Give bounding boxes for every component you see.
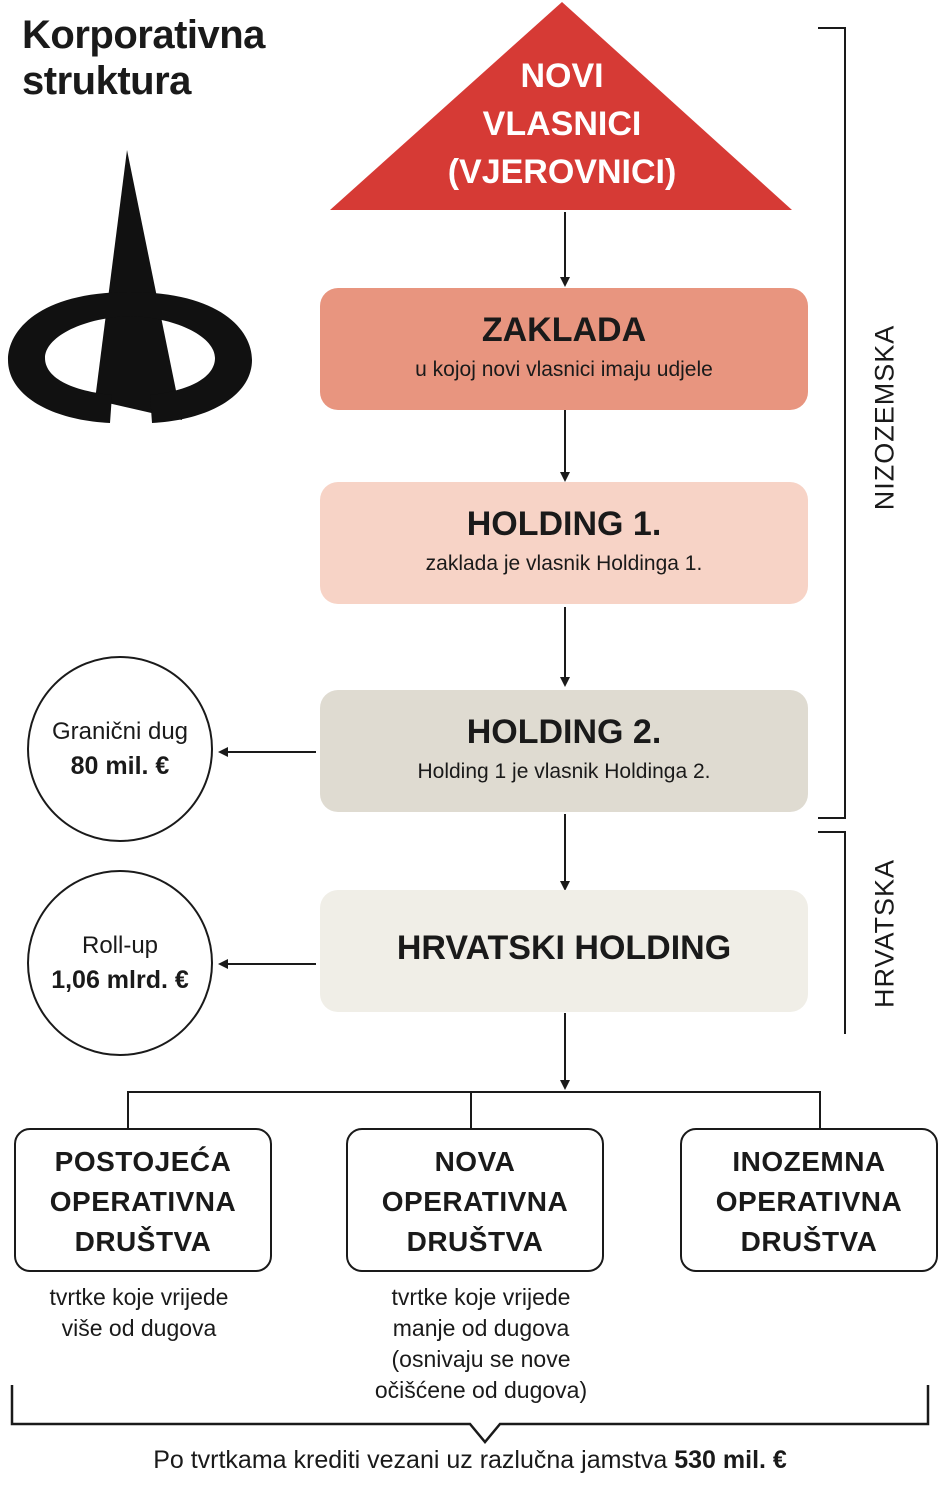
note-line: manje od dugova — [392, 1315, 570, 1341]
box-holding-1: HOLDING 1. zaklada je vlasnik Holdinga 1… — [320, 482, 808, 604]
circle-label: Roll-up — [81, 932, 159, 959]
op-line: POSTOJEĆA — [54, 1146, 232, 1177]
box-subtitle: Holding 1 je vlasnik Holdinga 2. — [417, 760, 711, 783]
note-postojeca: tvrtke koje vrijede više od dugova — [10, 1282, 268, 1344]
page-title: Korporativna struktura — [22, 12, 265, 104]
branch-lines — [127, 1091, 821, 1128]
box-subtitle: u kojoj novi vlasnici imaju udjele — [415, 358, 713, 381]
box-holding-2: HOLDING 2. Holding 1 je vlasnik Holdinga… — [320, 690, 808, 812]
note-line: tvrtke koje vrijede — [49, 1284, 229, 1310]
circle-roll-up: Roll-up 1,06 mlrd. € — [27, 870, 213, 1056]
title-line: Korporativna — [22, 13, 265, 57]
box-zaklada: ZAKLADA u kojoj novi vlasnici imaju udje… — [320, 288, 808, 410]
region-label-hrvatska: HRVATSKA — [869, 858, 900, 1009]
bracket-hrvatska — [818, 831, 846, 1034]
box-title: HOLDING 2. — [466, 713, 662, 751]
box-title: HRVATSKI HOLDING — [396, 929, 732, 967]
box-hrvatski-holding: HRVATSKI HOLDING — [320, 890, 808, 1012]
note-line: tvrtke koje vrijede — [391, 1284, 571, 1310]
note-line: više od dugova — [61, 1315, 217, 1341]
box-title: HOLDING 1. — [466, 505, 662, 543]
op-line: INOZEMNA — [732, 1146, 886, 1177]
op-line: OPERATIVNA — [49, 1186, 237, 1217]
owners-triangle — [330, 2, 792, 210]
box-nova-drustva: NOVA OPERATIVNA DRUŠTVA — [346, 1128, 604, 1272]
owners-line: VLASNICI — [482, 105, 642, 143]
footer-value: 530 mil. € — [674, 1446, 787, 1474]
circle-value: 1,06 mlrd. € — [51, 966, 189, 994]
box-inozemna-drustva: INOZEMNA OPERATIVNA DRUŠTVA — [680, 1128, 938, 1272]
op-line: DRUŠTVA — [74, 1226, 212, 1257]
note-line: očišćene od dugova) — [374, 1377, 588, 1403]
circle-value: 80 mil. € — [70, 752, 170, 780]
op-line: DRUŠTVA — [406, 1226, 544, 1257]
note-line: (osnivaju se nove — [391, 1346, 571, 1372]
circle-granicni-dug: Granični dug 80 mil. € — [27, 656, 213, 842]
logo-icon — [8, 150, 252, 423]
box-postojeca-drustva: POSTOJEĆA OPERATIVNA DRUŠTVA — [14, 1128, 272, 1272]
owners-label: NOVI VLASNICI (VJEROVNICI) — [420, 52, 704, 196]
op-line: OPERATIVNA — [715, 1186, 903, 1217]
op-line: DRUŠTVA — [740, 1226, 878, 1257]
note-nova: tvrtke koje vrijede manje od dugova (osn… — [352, 1282, 610, 1406]
circle-label: Granični dug — [51, 718, 189, 745]
region-label-nizozemska: NIZOZEMSKA — [869, 324, 900, 511]
bracket-nizozemska — [818, 27, 846, 819]
box-title: ZAKLADA — [481, 311, 647, 349]
op-line: NOVA — [434, 1146, 516, 1177]
owners-line: NOVI — [520, 57, 604, 95]
box-subtitle: zaklada je vlasnik Holdinga 1. — [425, 552, 703, 575]
bottom-bracket — [10, 1385, 930, 1444]
title-line: struktura — [22, 59, 191, 103]
footer-note: Po tvrtkama krediti vezani uz razlučna j… — [0, 1446, 940, 1475]
owners-line: (VJEROVNICI) — [447, 153, 677, 191]
op-line: OPERATIVNA — [381, 1186, 569, 1217]
footer-text: Po tvrtkama krediti vezani uz razlučna j… — [153, 1446, 675, 1474]
